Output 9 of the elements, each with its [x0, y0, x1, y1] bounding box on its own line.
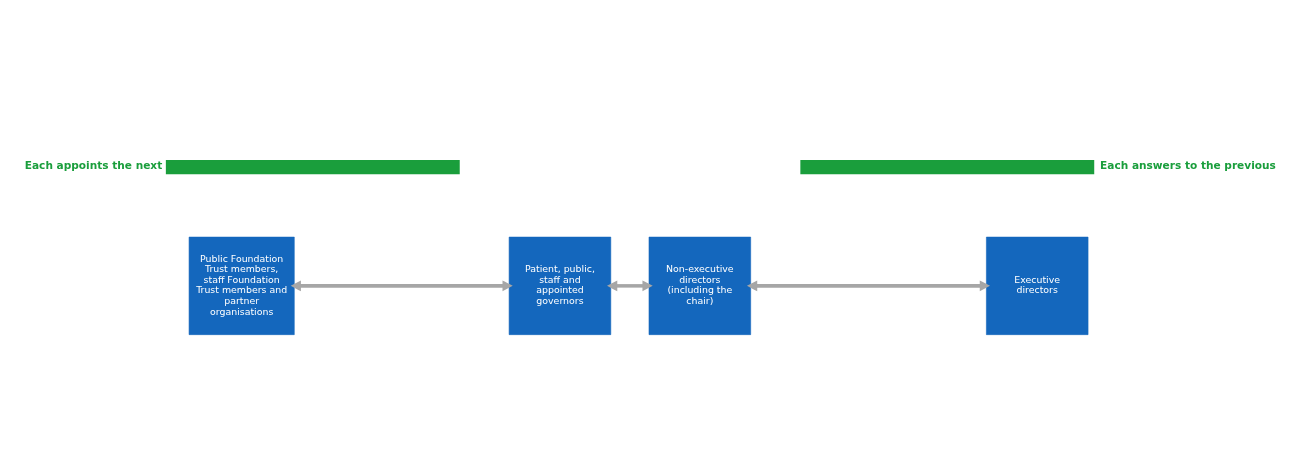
- arrow: [607, 280, 653, 291]
- node-box: Non-executive directors (including the chair): [648, 236, 751, 335]
- arrow: [290, 280, 513, 291]
- node-box: Public Foundation Trust members, staff Foundation Trust members and partner organisations: [188, 236, 295, 335]
- label: Each appoints the next: [24, 158, 163, 171]
- node-box: Executive directors: [986, 236, 1089, 335]
- label: Each answers to the previous: [1100, 158, 1276, 171]
- node-box: Patient, public, staff and appointed governors: [508, 236, 612, 335]
- arrow: [746, 280, 991, 291]
